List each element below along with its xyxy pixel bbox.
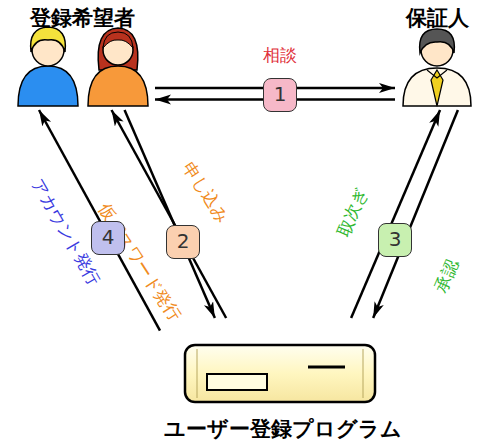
edge-label: 相談 (263, 45, 297, 65)
callout-number: 4 (91, 221, 125, 255)
edge-label: 承認 (430, 256, 462, 295)
flow-arrow (351, 110, 440, 318)
program-box: ユーザー登録プログラム (160, 318, 405, 445)
applicant-figure-a (18, 27, 78, 106)
person-figure: 保証人 (395, 5, 480, 110)
callout-number: 2 (166, 225, 200, 259)
role-heading: 保証人 (395, 5, 480, 31)
role-heading: 登録希望者 (10, 5, 155, 31)
guarantor-figure (403, 29, 471, 106)
callout-number: 3 (378, 223, 412, 257)
edge-label: 取次ぎ (333, 185, 371, 240)
callout-number: 1 (263, 78, 297, 112)
person-group: 登録希望者 (10, 5, 155, 110)
edge-label: 申し込み (179, 158, 233, 226)
program-device (185, 345, 375, 402)
applicant-figure-b (88, 28, 148, 106)
program-name: ユーザー登録プログラム (160, 416, 405, 442)
